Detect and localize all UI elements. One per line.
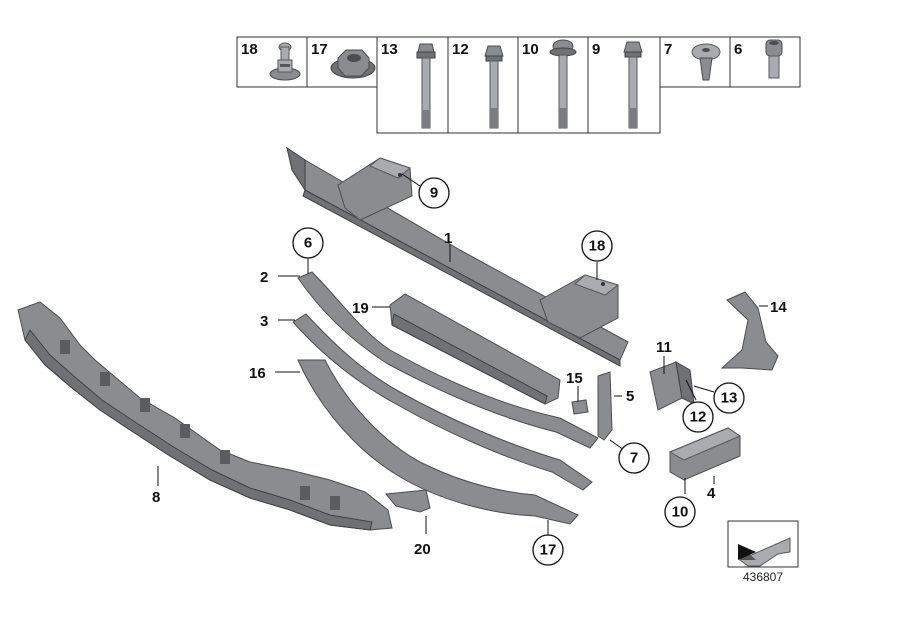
legend-num-13: 13: [381, 41, 398, 58]
callout-5: 5: [626, 388, 634, 405]
clip-bracket-part: [571, 399, 589, 415]
callout-9: 9: [430, 185, 438, 202]
callout-6: 6: [304, 235, 312, 252]
arrow-icon: [738, 544, 756, 560]
circled-callout-12: 12: [682, 401, 714, 433]
reference-number: 436807: [743, 570, 783, 584]
legend-num-9: 9: [592, 41, 600, 58]
direction-indicator: [727, 520, 799, 568]
callout-14: 14: [770, 299, 787, 316]
hex-bolt-icon: [623, 41, 643, 129]
long-bolt-icon: [416, 43, 436, 129]
holder-part: [597, 371, 613, 441]
callout-7: 7: [630, 450, 638, 467]
guide-strip-part: [292, 313, 593, 491]
expanding-rivet-icon: [691, 43, 721, 81]
callout-19: 19: [352, 300, 369, 317]
callout-18: 18: [589, 238, 606, 255]
bolt-icon: [484, 45, 504, 129]
callout-8: 8: [152, 489, 160, 506]
leader-lines: [157, 173, 768, 536]
foam-block-part: [668, 427, 742, 481]
callout-10: 10: [672, 504, 689, 521]
front-absorber-part: [17, 301, 393, 531]
circled-callout-9: 9: [418, 177, 450, 209]
callout-17: 17: [540, 542, 557, 559]
side-bracket-part: [720, 291, 779, 371]
callout-12: 12: [690, 409, 707, 426]
callout-20: 20: [414, 541, 431, 558]
callout-2: 2: [260, 269, 268, 286]
legend-num-17: 17: [311, 41, 328, 58]
callout-11: 11: [656, 339, 672, 356]
circled-callout-17: 17: [532, 534, 564, 566]
socket-screw-icon: [765, 39, 783, 79]
hex-nut-icon: [330, 49, 376, 79]
callout-15: 15: [566, 370, 583, 387]
fastener-legend-table: 18 17 13 12 10 9 7 6: [236, 36, 801, 134]
circled-callout-18: 18: [581, 230, 613, 262]
legend-num-6: 6: [734, 41, 742, 58]
legend-num-7: 7: [664, 41, 672, 58]
legend-num-18: 18: [241, 41, 258, 58]
callout-13: 13: [721, 390, 738, 407]
flange-bolt-icon: [549, 39, 577, 129]
circled-callout-13: 13: [713, 382, 745, 414]
air-deflector-part: [297, 359, 579, 525]
callout-1: 1: [444, 230, 452, 247]
callout-4: 4: [707, 485, 716, 502]
clip-fastener-icon: [269, 42, 301, 81]
support-strip-part: [297, 271, 599, 449]
callout-16: 16: [249, 365, 266, 382]
circled-callout-6: 6: [292, 227, 324, 259]
legend-num-12: 12: [452, 41, 469, 58]
circled-callout-7: 7: [618, 442, 650, 474]
small-bracket-part: [385, 489, 431, 513]
legend-num-10: 10: [522, 41, 539, 58]
callout-3: 3: [260, 313, 268, 330]
circled-callout-10: 10: [664, 496, 696, 528]
bumper-carrier-part: [285, 146, 629, 367]
bracket-part: [649, 361, 695, 411]
impact-absorber-part: [389, 293, 561, 405]
